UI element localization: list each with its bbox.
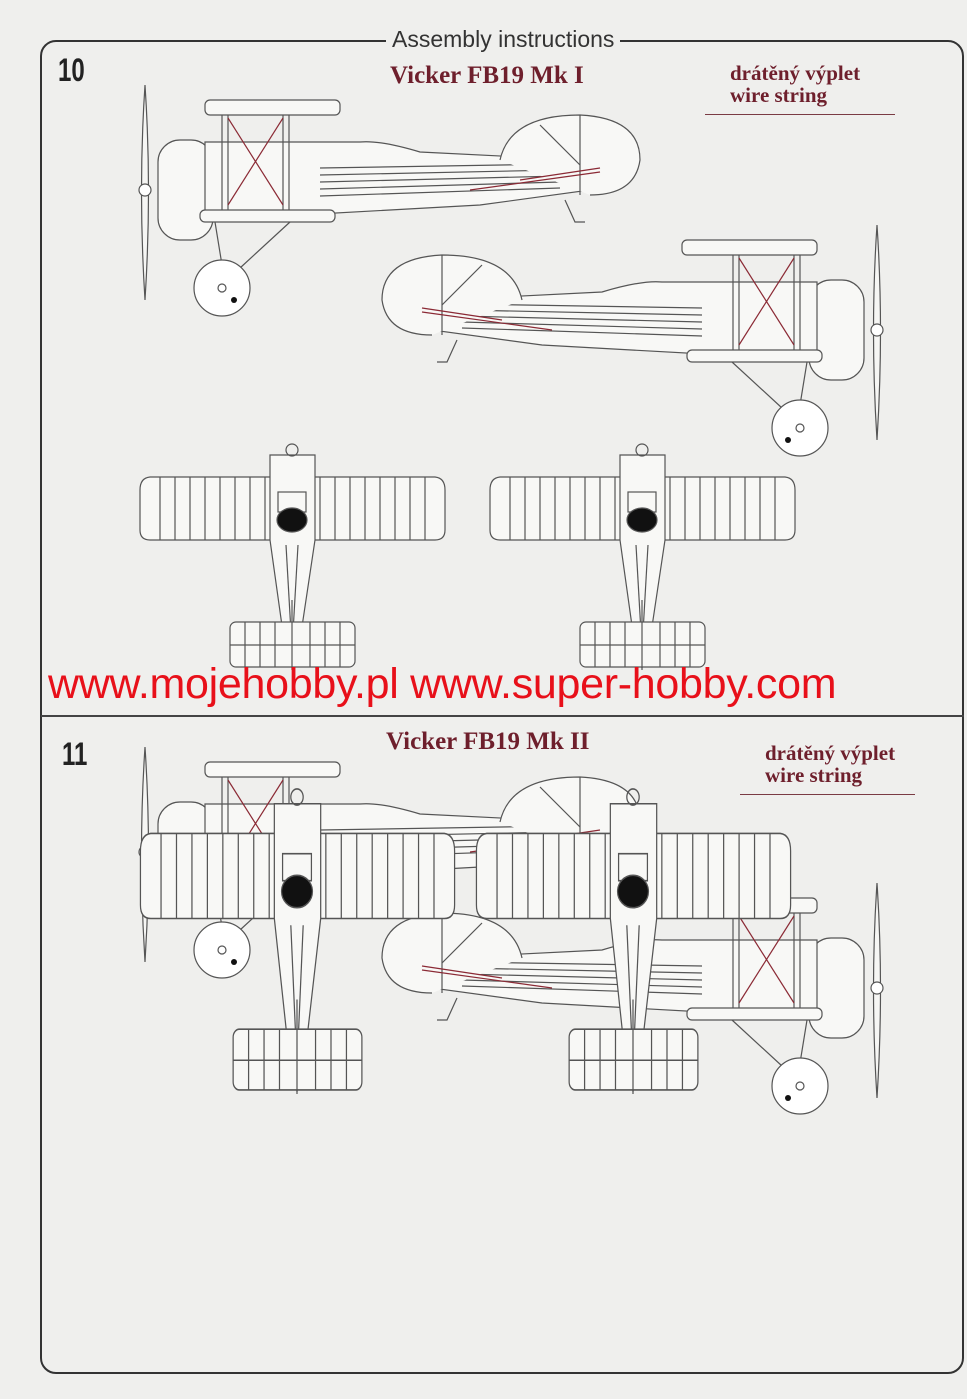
watermark: www.mojehobby.pl www.super-hobby.com <box>48 660 837 708</box>
top-view-mk1-a <box>139 443 446 671</box>
note-en: wire string <box>730 83 828 107</box>
note-cz: drátěný výplet <box>765 741 896 765</box>
side-view-right-mk1 <box>381 224 884 457</box>
model-title-mk2: Vicker FB19 Mk II <box>386 728 590 755</box>
model-title-mk1: Vicker FB19 Mk I <box>390 62 584 89</box>
step-number-11: 11 <box>62 736 88 772</box>
wire-string-note-10: drátěný výplet wire string <box>705 62 895 115</box>
section-divider <box>41 715 964 717</box>
note-cz: drátěný výplet <box>730 61 861 85</box>
note-en: wire string <box>765 763 863 787</box>
page-header: Assembly instructions <box>386 26 621 53</box>
step-number-10: 10 <box>58 52 85 88</box>
top-view-mk1-b <box>489 443 796 671</box>
wire-string-note-11: drátěný výplet wire string <box>740 742 915 795</box>
